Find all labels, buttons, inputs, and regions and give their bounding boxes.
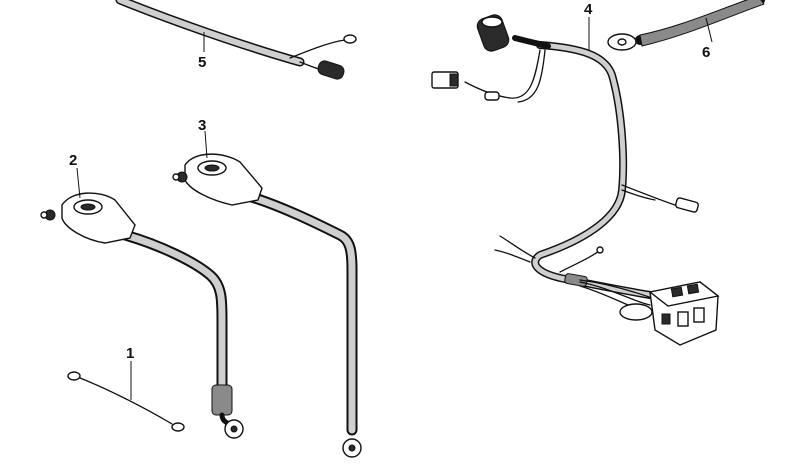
callout-4: 4 xyxy=(584,1,593,18)
part-2-battery-cable-short xyxy=(40,167,244,439)
part-1-ground-lead xyxy=(67,361,185,432)
callout-3: 3 xyxy=(198,117,206,134)
part-4-wiring-harness xyxy=(431,14,720,346)
callout-2: 2 xyxy=(69,152,77,169)
callout-5: 5 xyxy=(198,54,206,71)
part-6-ground-strap xyxy=(607,0,765,51)
callout-1: 1 xyxy=(126,345,134,362)
part-5-cable xyxy=(115,0,357,80)
part-3-battery-cable-long xyxy=(172,130,362,458)
callout-6: 6 xyxy=(702,44,710,61)
